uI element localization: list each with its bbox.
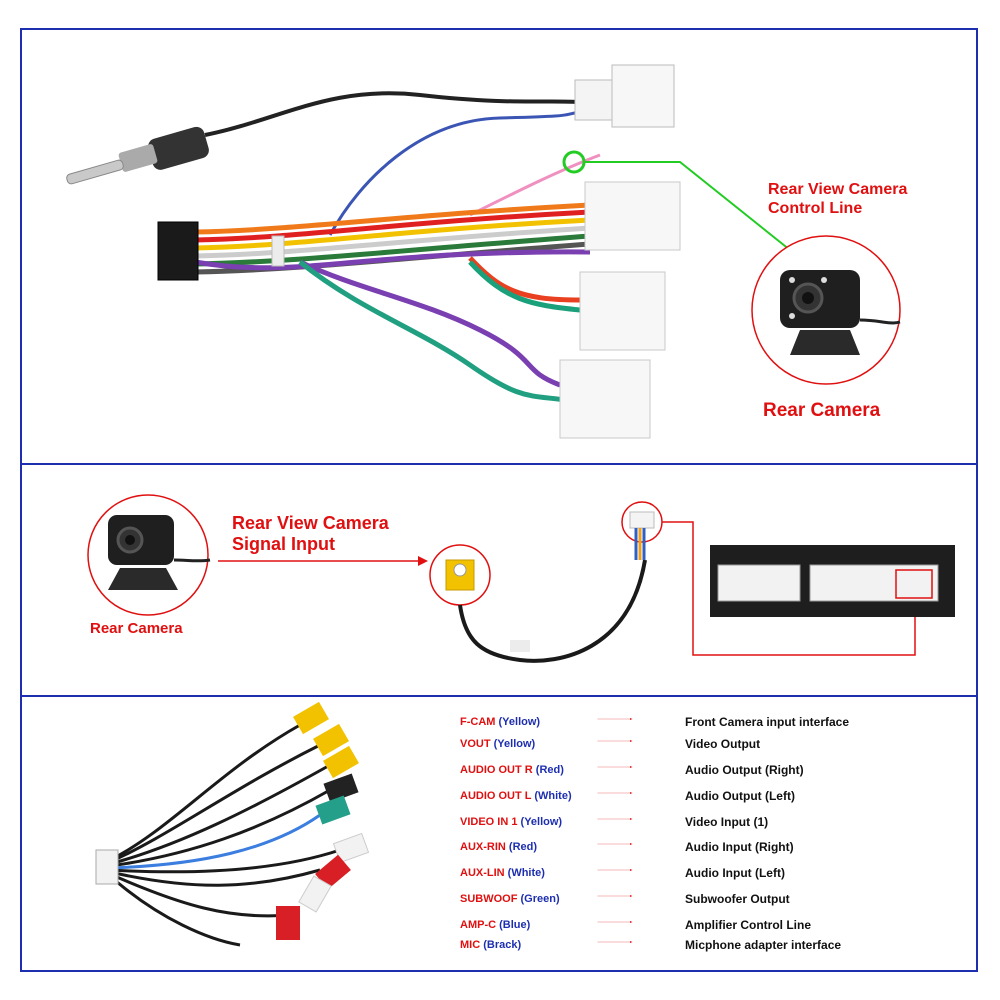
rca-cable-panel	[20, 695, 978, 972]
legend-port-name: VIDEO IN 1 (Yellow)	[460, 816, 563, 828]
legend-description: Amplifier Control Line	[685, 918, 811, 932]
rca-plugs	[276, 701, 370, 940]
left-camera-callout	[87, 494, 211, 616]
legend-port-name: AUDIO OUT L (White)	[460, 790, 572, 802]
legend-port-name: AUX-RIN (Red)	[460, 841, 538, 853]
legend-row: VIDEO IN 1 (Yellow) Video Input (1)	[440, 812, 880, 832]
legend-row: VOUT (Yellow) Video Output	[440, 734, 880, 754]
legend-port-name: SUBWOOF (Green)	[460, 893, 560, 905]
antenna-connector	[66, 91, 581, 185]
legend-row: AMP-C (Blue) Amplifier Control Line	[440, 915, 880, 935]
wire-bundle	[194, 202, 591, 403]
legend-port-name: VOUT (Yellow)	[460, 738, 536, 750]
legend-row: AUDIO OUT R (Red) Audio Output (Right)	[440, 760, 880, 780]
legend-port-name: MIC (Brack)	[460, 939, 522, 951]
legend-arrow	[597, 718, 633, 720]
legend-port-name: AMP-C (Blue)	[460, 919, 531, 931]
legend-description: Video Output	[685, 737, 761, 751]
control-line-label: Rear View Camera Control Line	[768, 181, 908, 217]
legend-arrow	[597, 766, 633, 768]
legend-description: Audio Output (Right)	[685, 763, 804, 777]
legend-row: F-CAM (Yellow) Front Camera input interfa…	[440, 712, 880, 732]
legend-arrow	[597, 895, 633, 897]
rca-cable-bundle	[109, 723, 341, 947]
legend-row: AUX-RIN (Red) Audio Input (Right)	[440, 837, 880, 857]
left-rear-camera-label: Rear Camera	[90, 620, 183, 637]
legend-row: AUX-LIN (White) Audio Input (Left)	[440, 863, 880, 883]
legend-arrow	[597, 921, 633, 923]
legend-description: Video Input (1)	[685, 815, 769, 829]
head-unit-ports	[710, 545, 955, 617]
legend-description: Audio Output (Left)	[685, 789, 795, 803]
signal-input-label: Rear View Camera Signal Input	[232, 513, 389, 554]
rca-input-callout	[429, 544, 491, 606]
connector-c	[559, 359, 651, 439]
main-harness-plug	[157, 221, 199, 281]
camera-plug	[621, 501, 663, 560]
top-white-connector	[574, 64, 675, 128]
legend-port-name: AUX-LIN (White)	[460, 867, 545, 879]
legend-arrow	[597, 869, 633, 871]
legend-arrow	[597, 792, 633, 794]
legend-row: AUDIO OUT L (White) Audio Output (Left)	[440, 786, 880, 806]
legend-description: Front Camera input interface	[685, 715, 850, 729]
control-line-wire	[469, 153, 601, 217]
rear-camera-label: Rear Camera	[763, 400, 881, 421]
legend-arrow	[597, 941, 633, 943]
rear-camera-callout	[751, 235, 901, 385]
legend-description: Subwoofer Output	[685, 892, 790, 906]
connector-a	[584, 181, 681, 251]
legend-port-name: F-CAM (Yellow)	[460, 716, 541, 728]
legend-port-name: AUDIO OUT R (Red)	[460, 764, 564, 776]
legend-description: Audio Input (Right)	[685, 840, 794, 854]
legend-row: SUBWOOF (Green) Subwoofer Output	[440, 889, 880, 909]
legend-row: MIC (Brack) Micphone adapter interface	[440, 935, 880, 955]
legend-arrow	[597, 740, 633, 742]
connector-b	[579, 271, 666, 351]
legend-arrow	[597, 843, 633, 845]
legend-description: Audio Input (Left)	[685, 866, 785, 880]
legend-arrow	[597, 818, 633, 820]
legend-description: Micphone adapter interface	[685, 938, 842, 952]
